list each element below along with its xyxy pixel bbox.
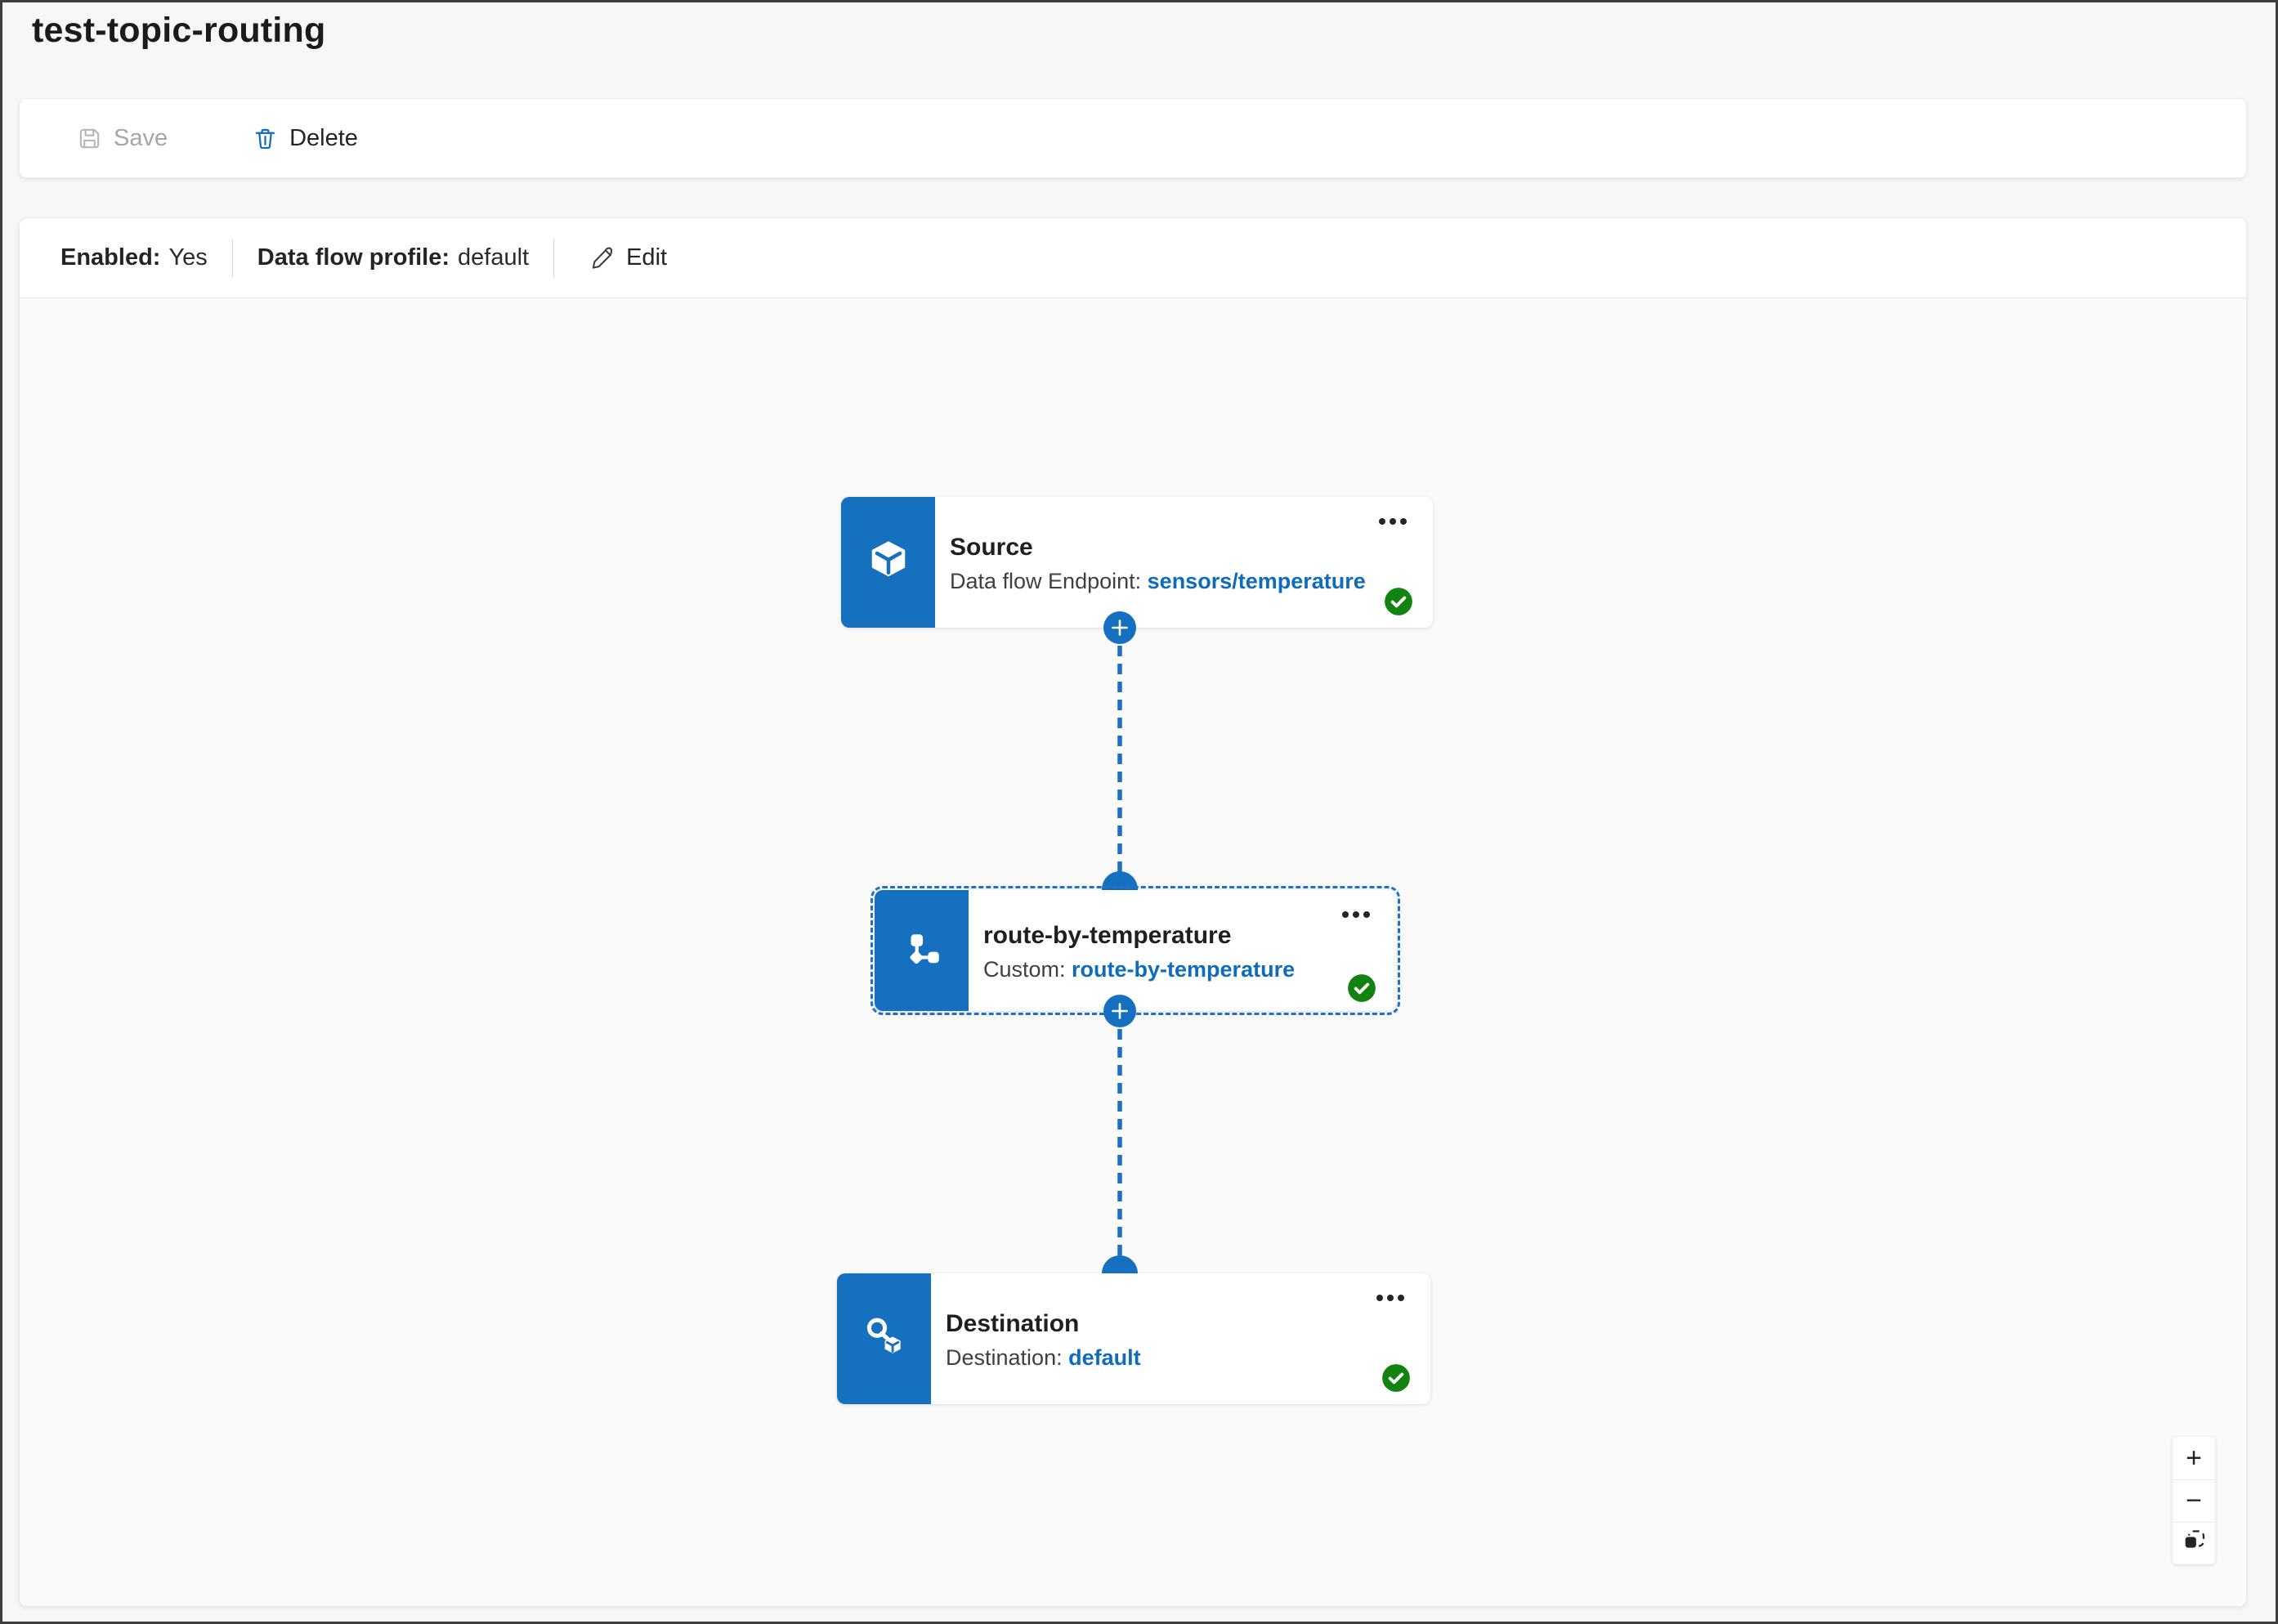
node-body: route-by-temperature Custom: route-by-te…	[969, 890, 1396, 1011]
save-button-label: Save	[114, 124, 168, 151]
enabled-status: Enabled: Yes	[60, 244, 208, 271]
node-subtitle: Data flow Endpoint: sensors/temperature	[950, 569, 1433, 594]
node-transform[interactable]: route-by-temperature Custom: route-by-te…	[870, 886, 1400, 1015]
command-bar: Save Delete	[19, 98, 2247, 178]
endpoint-destination-icon	[862, 1315, 906, 1363]
save-button[interactable]: Save	[57, 111, 187, 165]
save-icon	[77, 126, 102, 151]
node-subtitle-label: Data flow Endpoint:	[950, 569, 1142, 594]
profile-label: Data flow profile:	[257, 244, 450, 271]
connector-edges	[1117, 628, 1122, 1273]
node-icon-block	[875, 890, 969, 1011]
enabled-label: Enabled:	[60, 244, 161, 271]
pencil-icon	[590, 245, 615, 271]
node-subtitle-label: Destination:	[946, 1345, 1063, 1371]
node-title: route-by-temperature	[983, 921, 1232, 949]
node-subtitle: Destination: default	[946, 1345, 1430, 1371]
cube-source-icon	[866, 539, 911, 587]
valid-status-icon	[1381, 1363, 1411, 1393]
trash-icon	[253, 126, 278, 151]
more-options-icon[interactable]	[1376, 515, 1410, 528]
divider	[231, 239, 233, 277]
zoom-out-button[interactable]: −	[2173, 1479, 2215, 1522]
delete-button[interactable]: Delete	[233, 111, 378, 165]
node-subtitle-link[interactable]: sensors/temperature	[1147, 569, 1366, 594]
flow-canvas[interactable]: Source Data flow Endpoint: sensors/tempe…	[20, 298, 2246, 1606]
node-source[interactable]: Source Data flow Endpoint: sensors/tempe…	[841, 497, 1433, 628]
dataflow-panel: Enabled: Yes Data flow profile: default …	[19, 217, 2247, 1607]
more-options-icon[interactable]	[1339, 908, 1373, 921]
valid-status-icon	[1384, 587, 1413, 616]
edit-button-label: Edit	[626, 244, 668, 271]
node-body: Source Data flow Endpoint: sensors/tempe…	[935, 497, 1433, 628]
node-subtitle-label: Custom:	[983, 957, 1066, 982]
fit-view-button[interactable]	[2173, 1522, 2215, 1564]
node-destination[interactable]: Destination Destination: default	[837, 1273, 1430, 1404]
enabled-value: Yes	[168, 244, 208, 271]
fit-view-icon	[2182, 1528, 2206, 1559]
node-subtitle: Custom: route-by-temperature	[983, 957, 1396, 982]
node-icon-block	[841, 497, 935, 628]
add-stage-button[interactable]	[1103, 995, 1136, 1027]
edit-button[interactable]: Edit	[579, 238, 678, 278]
zoom-in-button[interactable]: +	[2173, 1437, 2215, 1479]
node-title: Source	[950, 533, 1033, 561]
divider	[553, 239, 555, 277]
delete-button-label: Delete	[289, 124, 358, 151]
profile-value: default	[458, 244, 530, 271]
info-bar: Enabled: Yes Data flow profile: default …	[20, 218, 2246, 298]
node-subtitle-link[interactable]: default	[1068, 1345, 1141, 1371]
valid-status-icon	[1347, 973, 1376, 1003]
profile-status: Data flow profile: default	[257, 244, 529, 271]
node-body: Destination Destination: default	[931, 1273, 1430, 1404]
page-title: test-topic-routing	[32, 11, 326, 50]
more-options-icon[interactable]	[1373, 1291, 1408, 1304]
node-subtitle-link[interactable]: route-by-temperature	[1072, 957, 1296, 982]
canvas-zoom-controls: + −	[2173, 1437, 2215, 1564]
node-title: Destination	[946, 1309, 1080, 1337]
add-stage-button[interactable]	[1103, 611, 1136, 644]
flowchart-route-icon	[902, 928, 942, 973]
node-icon-block	[837, 1273, 931, 1404]
